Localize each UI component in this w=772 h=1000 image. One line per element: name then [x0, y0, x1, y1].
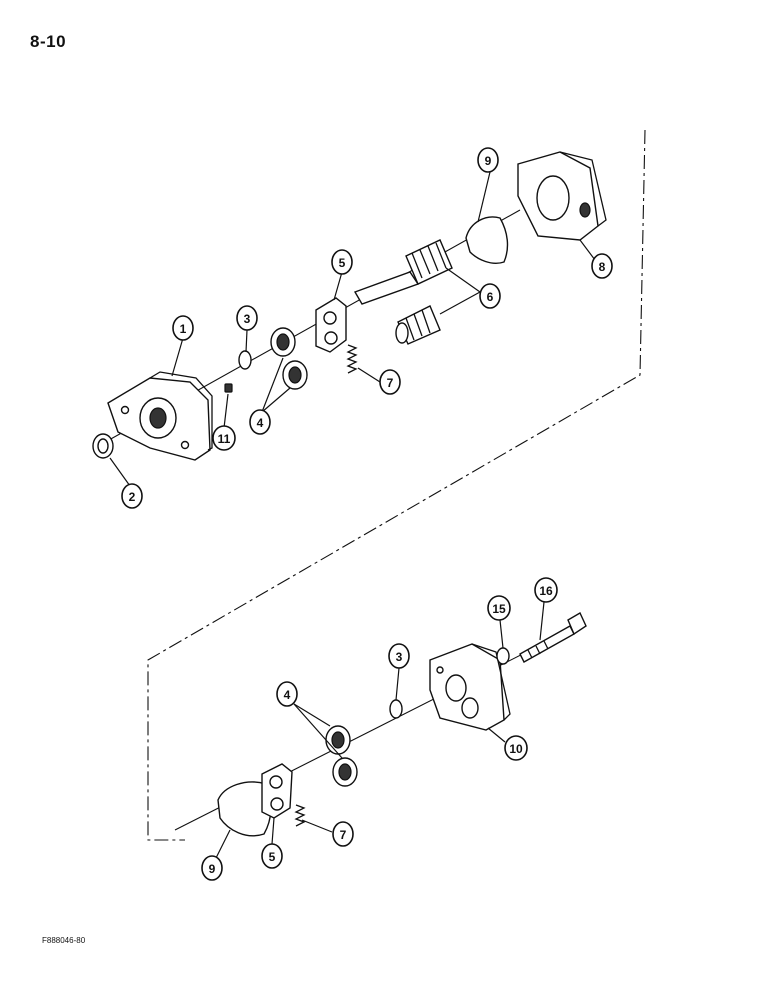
- callout-3-lower: 3: [388, 643, 410, 669]
- callout-9-upper: 9: [477, 147, 499, 173]
- callout-5-upper: 5: [331, 249, 353, 275]
- rear-housing-part: [517, 151, 607, 241]
- callout-16: 16: [534, 577, 558, 603]
- callout-6: 6: [479, 283, 501, 309]
- callout-6-label: 6: [487, 290, 494, 304]
- seal-ring-part: [92, 433, 114, 459]
- callout-2: 2: [121, 483, 143, 509]
- callout-7-lower: 7: [332, 821, 354, 847]
- bolt-part: [519, 612, 587, 663]
- callout-9-lower-label: 9: [209, 862, 216, 876]
- callout-1-label: 1: [180, 322, 187, 336]
- callout-7-lower-label: 7: [340, 828, 347, 842]
- callout-11-label: 11: [218, 432, 231, 446]
- callout-9-upper-label: 9: [485, 154, 492, 168]
- callout-8-label: 8: [599, 260, 606, 274]
- callout-16-label: 16: [539, 584, 553, 598]
- callout-5-lower-label: 5: [269, 850, 276, 864]
- callout-1: 1: [172, 315, 194, 341]
- end-cover-part: [429, 643, 511, 731]
- wear-plate-part-upper: [315, 297, 347, 353]
- callout-10: 10: [504, 735, 528, 761]
- page-number: 8-10: [30, 32, 67, 51]
- callout-9-lower: 9: [201, 855, 223, 881]
- leader-lines: [109, 171, 596, 859]
- wear-plate-part-lower: [261, 763, 293, 819]
- o-ring-part-upper: [238, 350, 252, 370]
- gear-shafts-part: [353, 239, 453, 345]
- washer-part: [496, 647, 510, 665]
- callout-5-lower: 5: [261, 843, 283, 869]
- callout-4-upper: 4: [249, 409, 271, 435]
- o-ring-part-lower: [389, 699, 403, 719]
- callout-3-upper-label: 3: [244, 312, 251, 326]
- front-housing-part: [107, 371, 213, 461]
- callout-4-lower: 4: [276, 681, 298, 707]
- spring-part-lower: [294, 804, 306, 827]
- callout-11: 11: [212, 425, 236, 451]
- callout-3-upper: 3: [236, 305, 258, 331]
- bearings-part-lower: [325, 725, 358, 787]
- callout-7-upper: 7: [379, 369, 401, 395]
- spring-part-upper: [346, 344, 358, 374]
- callout-4-lower-label: 4: [284, 688, 291, 702]
- callout-15-label: 15: [492, 602, 506, 616]
- callout-2-label: 2: [129, 490, 136, 504]
- gasket-part-upper: [465, 216, 509, 264]
- plug-part: [224, 383, 233, 393]
- callout-4-upper-label: 4: [257, 416, 264, 430]
- phantom-boundary-line: [147, 129, 646, 841]
- figure-code: F888046-80: [42, 936, 86, 945]
- bearings-part-upper: [270, 327, 308, 390]
- callout-7-upper-label: 7: [387, 376, 394, 390]
- callout-3-lower-label: 3: [396, 650, 403, 664]
- callout-15: 15: [487, 595, 511, 621]
- callout-10-label: 10: [509, 742, 523, 756]
- callout-8: 8: [591, 253, 613, 279]
- callout-5-upper-label: 5: [339, 256, 346, 270]
